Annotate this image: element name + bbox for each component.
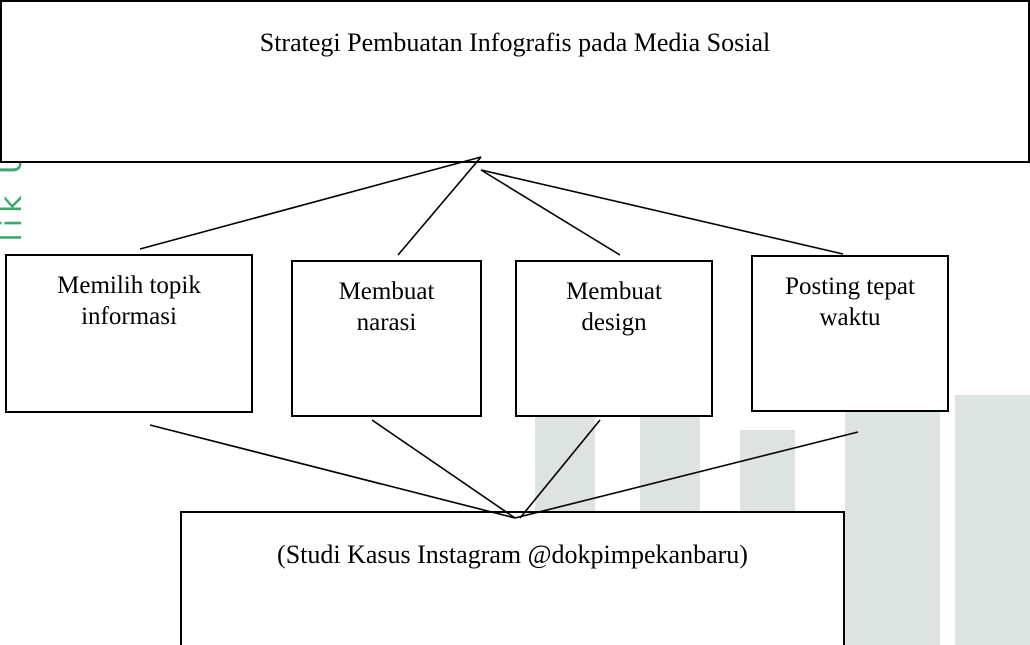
strategy-label-line2: design: [581, 309, 647, 337]
connector-line: [149, 424, 516, 519]
logo-bar: [845, 390, 940, 645]
connector-line: [397, 156, 482, 256]
strategy-label-line1: Membuat: [338, 278, 435, 305]
strategy-label-line2: narasi: [356, 309, 417, 337]
strategy-box-design: Membuat design: [515, 260, 713, 417]
connector-line: [514, 431, 859, 519]
diagram-title: Strategi Pembuatan Infografis pada Media…: [259, 28, 771, 57]
connector-line: [371, 419, 516, 519]
strategy-box-posting: Posting tepat waktu: [751, 255, 949, 412]
logo-bar: [955, 395, 1030, 645]
case-study-label: (Studi Kasus Instagram @dokpimpekanbaru): [277, 540, 748, 569]
case-study-box: (Studi Kasus Instagram @dokpimpekanbaru): [180, 511, 845, 645]
connector-line: [480, 169, 621, 256]
connector-line: [519, 419, 601, 519]
strategy-label-line1: Membuat: [566, 278, 662, 305]
strategy-label-line1: Posting tepat: [785, 273, 915, 300]
title-box: Strategi Pembuatan Infografis pada Media…: [0, 0, 1030, 163]
strategy-label-line1: Memilih topik: [57, 272, 201, 299]
strategy-label-line2: waktu: [819, 304, 881, 332]
strategy-box-narration: Membuat narasi: [291, 260, 482, 417]
strategy-label-line2: informasi: [81, 303, 177, 331]
connector-line: [139, 156, 482, 250]
connector-line: [480, 169, 844, 255]
strategy-box-topic: Memilih topik informasi: [5, 254, 253, 413]
